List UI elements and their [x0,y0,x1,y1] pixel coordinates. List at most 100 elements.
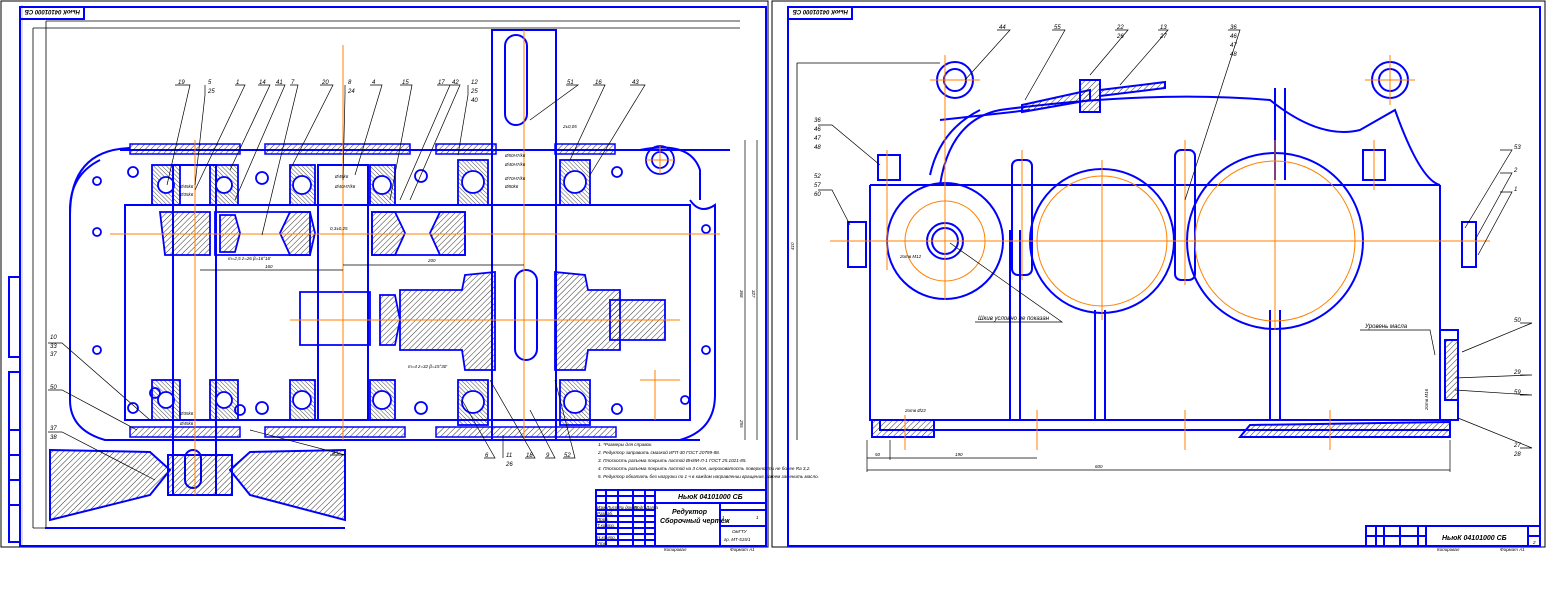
callout-label: 26 [1116,34,1124,40]
callout-label: 51 [567,80,574,86]
callout-label: 59 [1514,390,1521,396]
sheet-1-corner-stamp: НьюК 04101000 СБ [24,8,80,14]
callout-label: 44 [999,25,1006,31]
note-line: 2. Редуктор заправить смазкой ИГП-30 ГОС… [597,449,720,455]
callout-label: 36 [814,118,821,124]
callout-label: 48 [1230,52,1237,58]
sheet-1-designation: НьюК 04101000 СБ [678,494,743,501]
sheet-2-dim-frame: 410 [790,62,940,440]
dim-gear-2: m=4 z=32 β=15°30' [408,364,447,369]
callout-label: 48 [814,145,821,151]
sheet-1-housing [69,146,730,441]
sheet-2-designation: НьюК 04101000 СБ [1442,535,1507,542]
sheet-1-binding-strip [8,276,21,543]
dim-fit: 0,3±0,25 [330,226,348,231]
callout-label: 27 [1513,443,1521,449]
dim-height-a: 368 [739,290,744,298]
oil-dim-note: 2отв М16 [1424,388,1429,411]
callout-label: 47 [1230,43,1237,49]
note-line: 3. Плоскость разъема покрыть пастой ВНИИ… [598,457,747,463]
sheet-1-title-line2: Сборочный чертеж [660,517,731,525]
callout-label: 8 [348,80,352,86]
sheet-2-callouts-right: 53 2 1 50 29 59 27 28 [1513,145,1521,458]
sheet-2-corner-stamp-box [787,6,853,20]
dim-left-offset: 50 [875,452,881,457]
sheet-1-title-block [595,489,767,547]
callout-label: 41 [276,80,283,86]
callout-label: 5 [208,80,212,86]
ring-note: 2отв М12 [899,254,922,259]
sheet-1-copied: Копировал [664,547,687,552]
oil-level-label: Уровень масла [1364,324,1408,330]
callout-label: 37 [50,426,57,432]
sheet-1-shafts [172,29,557,496]
tb-row-label: № докум. [619,505,639,510]
callout-label: 13 [1160,25,1167,31]
dim-fit: Ø35k6 [179,192,194,197]
dim-height-c: 255 [739,419,744,428]
callout-label: 20 [321,80,329,86]
dim-fit: Ø40H7/k6 [334,184,356,189]
tb-row-label: Пров. [597,517,609,522]
callout-label: 55 [1054,25,1061,31]
sheet-1-bearings [151,159,591,426]
callout-label: 37 [50,352,57,358]
callout-label: 52 [564,453,571,459]
callout-label: 18 [526,453,533,459]
callout-label: 53 [1514,145,1521,151]
dim-center-distance-2: 200 [427,258,436,263]
note-line: 1. *Размеры для справок. [598,442,653,447]
sheet-2-callouts-top: 44 55 22 26 13 27 36 46 47 48 [999,25,1237,58]
callout-label: 7 [291,80,295,86]
sheet-1-sheets-total: 1 [756,515,759,520]
sheet-2-title-block [1365,525,1541,547]
callout-label: 36 [1230,25,1237,31]
sheet-1-tb-row-labels: Изм Лист № докум. Подп. Дата Разраб. Про… [597,505,658,546]
sheet-1-cover-hatch [129,143,617,438]
sheet-1-centerlines [110,30,720,495]
tb-row-label: Изм [597,505,605,510]
dim-fit: Ø35k6 [179,411,194,416]
sheet-1-format: Формат А1 [730,547,755,552]
callout-label: 42 [452,80,459,86]
callout-label: 38 [50,435,57,441]
dim-fit: Ø40H7/k6 [504,162,526,167]
dim-gap: 2±0,05 [562,124,577,129]
callout-label: 25 [207,89,215,95]
sheet-2-sheet-no: 2 [1532,540,1536,545]
dim-fit: Ø80k6 [504,184,519,189]
sheet-2-dimensions [866,440,1451,472]
sheet-2-corner-stamp: НьюК 04101000 СБ [792,8,848,14]
tb-row-label: Н.контр. [597,535,616,540]
dim-fit: Ø45k6 [179,184,194,189]
callout-label: 50 [50,385,57,391]
callout-label: 12 [471,80,478,86]
sheet-2-base [871,79,1459,438]
callout-label: 10 [50,335,57,341]
sheet-2-housing [847,61,1477,431]
sheet-2-border-frame [787,6,1541,547]
dim-fit: Ø70H7/k6 [504,176,526,181]
sheet-2-copied: Копировал [1437,547,1460,552]
sheet-1-corner-stamp-box [19,6,85,20]
shaft-note: Шкив условно не показан [978,316,1050,322]
callout-label: 2 [1513,168,1518,174]
sheet-1-org-line2: гр. МТ-515/1 [724,537,751,542]
tb-row-label: Т.контр. [597,523,615,528]
base-hole-note: 2отв Ø22 [904,408,926,413]
callout-label: 4 [372,80,376,86]
sheet-1-callouts-bottom: 34 6 11 26 18 9 52 [249,379,576,468]
callout-label: 26 [505,462,513,468]
callout-label: 9 [546,453,550,459]
sheet-1-title-line1: Редуктор [672,508,708,516]
callout-label: 34 [332,450,339,456]
callout-label: 40 [471,98,478,104]
callout-label: 11 [506,453,512,459]
callout-label: 22 [1116,25,1124,31]
callout-label: 46 [814,127,821,133]
note-line: 5. Редуктор обкатать без нагрузки по 1 ч… [598,474,819,479]
sheet-2: НьюК 04101000 СБ 410 [771,0,1546,552]
callout-label: 1 [236,80,239,86]
sheet-1-callouts-top: 19 5 25 1 14 41 7 20 8 24 4 15 17 42 12 … [178,80,639,104]
tb-row-label: Утв. [597,541,607,546]
